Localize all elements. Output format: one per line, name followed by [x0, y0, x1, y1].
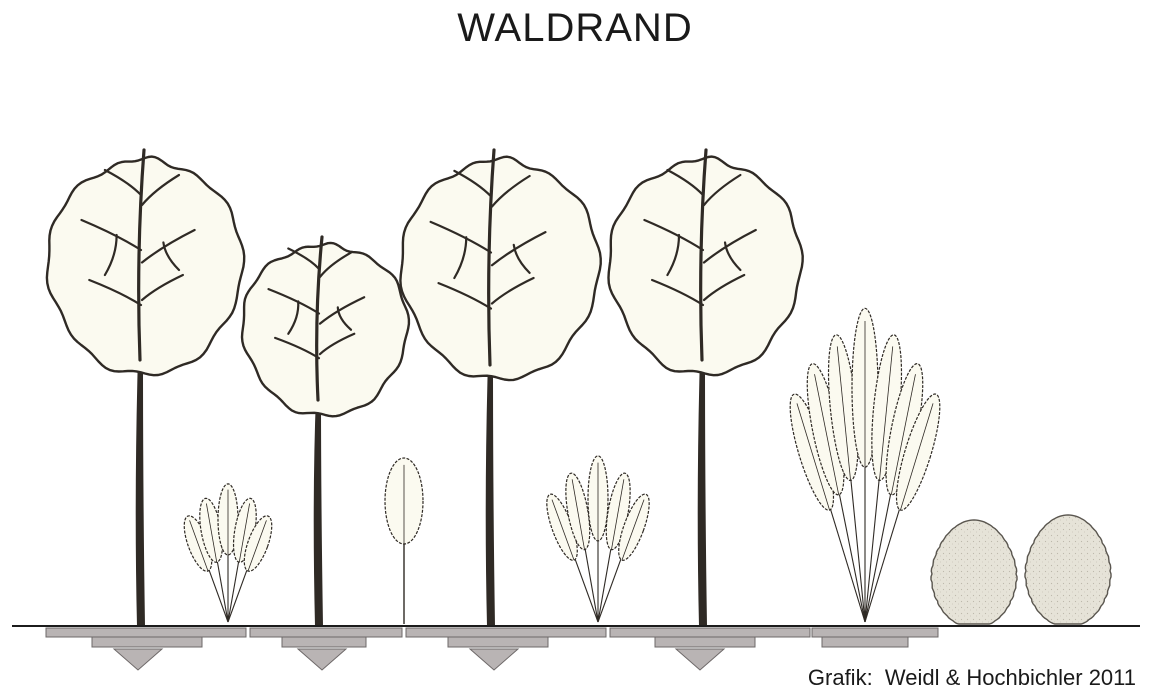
trunk	[136, 355, 145, 626]
taproot	[114, 649, 162, 670]
sapling-1	[385, 458, 423, 624]
crown	[242, 243, 409, 416]
root-band	[406, 628, 606, 637]
trunk	[486, 360, 495, 626]
tree-4	[609, 150, 803, 626]
stem	[217, 558, 228, 622]
root-band	[46, 628, 246, 637]
root-band-lower	[282, 637, 366, 647]
stem	[228, 558, 239, 622]
stem	[598, 556, 622, 622]
crown	[609, 157, 803, 376]
crown	[47, 157, 244, 376]
stem	[228, 567, 248, 622]
taproot	[298, 649, 346, 670]
tree-2	[242, 237, 409, 626]
root-band	[610, 628, 810, 637]
bush-2	[1025, 515, 1111, 624]
shrub-1	[179, 484, 278, 622]
stem	[574, 556, 598, 622]
taproot	[676, 649, 724, 670]
taproot	[470, 649, 518, 670]
tall-shrub-1	[782, 308, 949, 622]
root-band-lower	[655, 637, 755, 647]
credit-text: Grafik: Weidl & Hochbichler 2011	[808, 665, 1136, 691]
stem	[585, 546, 598, 622]
root-band-lower	[448, 637, 548, 647]
root-band	[812, 628, 938, 637]
stem	[208, 567, 228, 622]
root-band-lower	[92, 637, 202, 647]
trunk	[314, 395, 323, 626]
crown	[400, 157, 600, 380]
stem	[839, 491, 865, 622]
stem	[865, 491, 891, 622]
stem	[598, 546, 611, 622]
bush-1	[931, 520, 1017, 624]
root-band-lower	[822, 637, 908, 647]
trunk	[698, 355, 707, 626]
root-layer	[46, 628, 938, 670]
plant-layer	[47, 150, 1111, 626]
root-band	[250, 628, 402, 637]
shrub-2	[541, 456, 656, 622]
